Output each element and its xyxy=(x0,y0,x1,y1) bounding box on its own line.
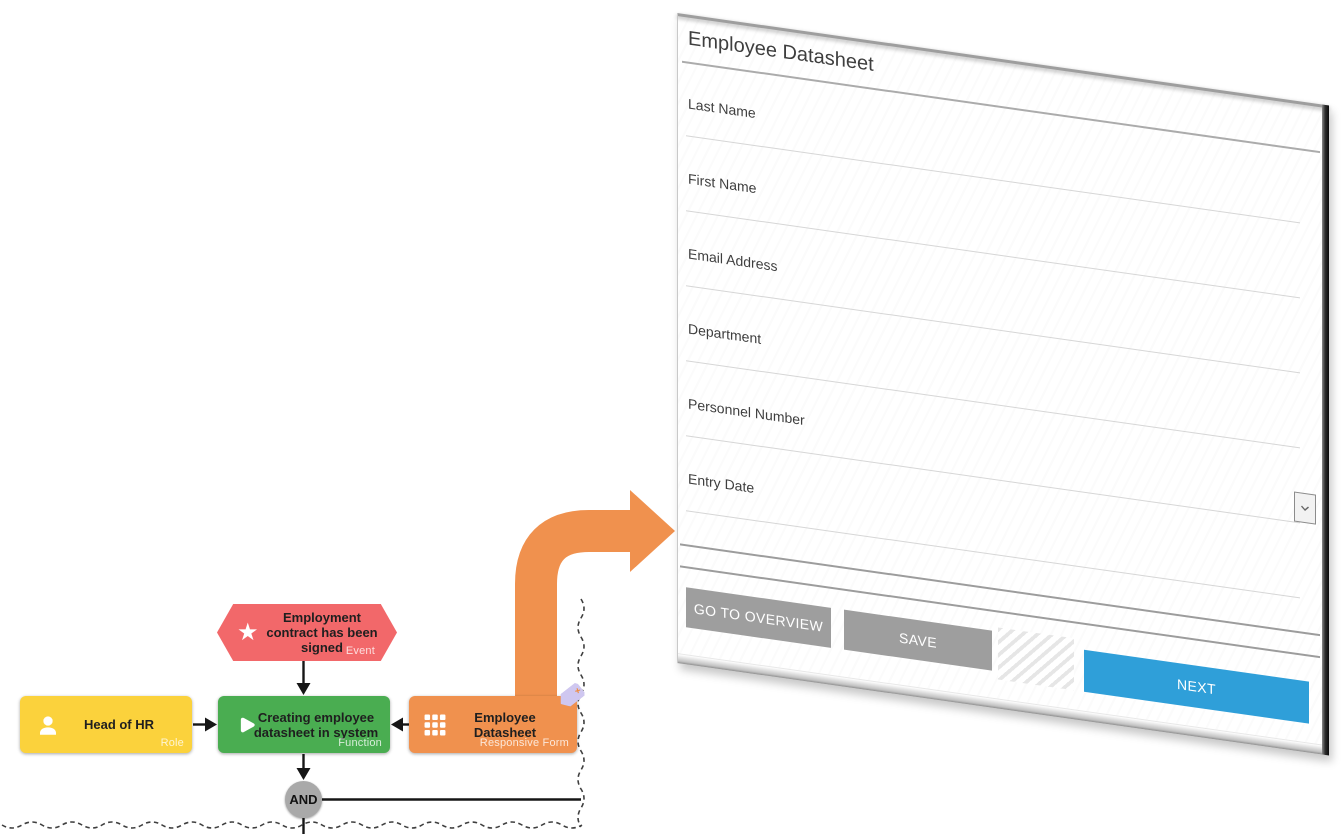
chevron-down-icon xyxy=(1301,505,1309,511)
save-button[interactable]: SAVE xyxy=(844,609,992,671)
star-icon: ★ xyxy=(237,618,259,646)
sketchy-border-right xyxy=(577,598,585,828)
annotation-arrow xyxy=(515,490,675,702)
form-content: Employee Datasheet Last Name First Name … xyxy=(678,16,1322,745)
event-label: Employment contract has been signed xyxy=(266,610,378,655)
responsive-form-node[interactable]: Employee Datasheet Responsive Form + xyxy=(409,696,577,753)
form-panel: Employee Datasheet Last Name First Name … xyxy=(677,13,1329,756)
next-button[interactable]: NEXT xyxy=(1084,649,1309,724)
sketchy-border-bottom xyxy=(1,821,583,829)
panel-left-edge xyxy=(677,13,678,664)
go-to-overview-button[interactable]: GO TO OVERVIEW xyxy=(686,587,831,648)
event-node[interactable]: ★ Employment contract has been signed Ev… xyxy=(217,604,397,661)
grid-icon xyxy=(424,714,446,736)
function-node[interactable]: Creating employee datasheet in system Fu… xyxy=(218,696,390,753)
function-type-label: Function xyxy=(338,737,382,749)
role-type-label: Role xyxy=(160,737,184,749)
function-label: Creating employee datasheet in system xyxy=(253,709,379,740)
responsive-form-type-label: Responsive Form xyxy=(479,737,569,749)
and-connector-node[interactable]: AND xyxy=(285,781,322,818)
panel-right-edge xyxy=(1322,104,1329,756)
person-icon xyxy=(35,712,61,738)
responsive-form-label: Employee Datasheet xyxy=(473,709,537,740)
play-icon xyxy=(233,712,259,738)
button-placeholder-hatch xyxy=(998,627,1074,691)
role-label: Head of HR xyxy=(83,717,155,732)
personnel-number-select[interactable] xyxy=(1294,491,1316,525)
event-type-label: Event xyxy=(345,645,375,657)
role-node[interactable]: Head of HR Role xyxy=(20,696,192,753)
